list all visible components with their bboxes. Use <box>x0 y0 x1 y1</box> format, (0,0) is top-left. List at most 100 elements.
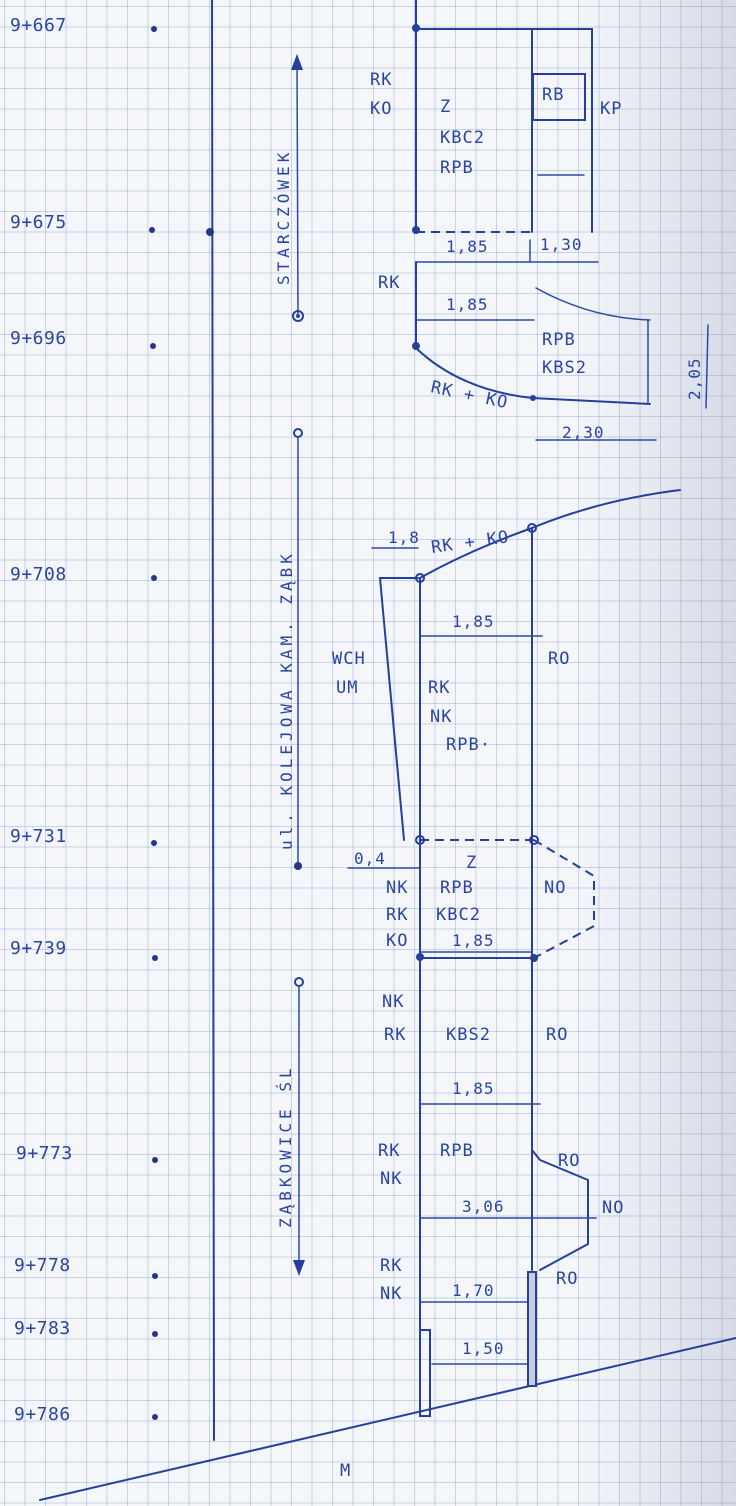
label-rpb: RPB <box>542 330 576 350</box>
street-zabkowice: ZĄBKOWICE ŚL <box>276 977 305 1276</box>
dim-1-85: 1,85 <box>452 1079 495 1098</box>
chainage-label: 9+675 <box>10 212 67 233</box>
chainage-dot <box>152 1414 158 1420</box>
street-kolejowa: ul. KOLEJOWA KAM. ZĄBK <box>277 428 303 870</box>
dashed-bulge <box>533 839 595 959</box>
label-ko: KO <box>370 99 392 119</box>
label-rk: RK <box>380 1256 402 1276</box>
label-ko: KO <box>386 931 408 951</box>
chainage-dot <box>150 343 156 349</box>
label-kbs2: KBS2 <box>446 1025 491 1045</box>
label-nk: NK <box>380 1169 402 1189</box>
end-marker-dot <box>294 862 302 870</box>
label-rk: RK <box>386 905 408 925</box>
label-no: NO <box>602 1198 624 1218</box>
lane-slanted <box>379 577 405 841</box>
curb-curve <box>415 347 651 405</box>
label-ro: RO <box>558 1151 580 1171</box>
road-bulge <box>531 1149 589 1271</box>
dim-2-30: 2,30 <box>562 423 605 442</box>
label-kbc2: KBC2 <box>436 905 481 925</box>
dim-3-06: 3,06 <box>462 1197 505 1216</box>
chainage-dot <box>151 840 157 846</box>
chainage-column: 9+667 9+675 9+696 9+708 9+731 9+739 9+77… <box>10 15 214 1425</box>
label-nk: NK <box>430 707 452 727</box>
street-label: STARCZÓWEK <box>274 149 293 285</box>
chainage-label: 9+773 <box>16 1143 73 1164</box>
chainage-dot <box>152 1157 158 1163</box>
label-nk: NK <box>386 878 408 898</box>
chainage-label: 9+731 <box>10 826 67 847</box>
dim-1-85: 1,85 <box>452 931 495 950</box>
dim-1-30: 1,30 <box>540 235 583 254</box>
chainage-dot <box>152 1331 158 1337</box>
street-label: ul. KOLEJOWA KAM. ZĄBK <box>277 550 296 850</box>
chainage-label: 9+739 <box>10 938 67 959</box>
chainage-label: 9+786 <box>14 1404 71 1425</box>
dim-0-4: 0,4 <box>354 849 386 868</box>
label-rk: RK <box>378 1141 400 1161</box>
dim-1-85: 1,85 <box>452 612 495 631</box>
boundary-line <box>39 1337 736 1501</box>
dim-1-8: 1,8 <box>388 528 420 547</box>
label-no: NO <box>544 878 566 898</box>
label-rpb: RPB· <box>446 735 491 755</box>
curb-block <box>527 1271 537 1387</box>
label-nk: NK <box>382 992 404 1012</box>
label-ro: RO <box>556 1269 578 1289</box>
chainage-dot <box>151 26 157 32</box>
end-marker-icon <box>292 310 304 322</box>
chainage-dot <box>152 1273 158 1279</box>
dim-1-70: 1,70 <box>452 1281 495 1300</box>
label-nk: NK <box>380 1284 402 1304</box>
label-rpb: RPB <box>440 1141 474 1161</box>
axis-line <box>211 0 215 1441</box>
dim-line <box>705 324 709 409</box>
rb-box <box>532 73 586 121</box>
label-rb: RB <box>542 85 564 105</box>
chainage-dot <box>152 955 158 961</box>
arrow-down-icon <box>293 1260 305 1276</box>
chainage-label: 9+667 <box>10 15 67 36</box>
curb-curve-upper <box>535 287 651 321</box>
edge-node <box>530 395 536 401</box>
chainage-dot <box>151 575 157 581</box>
label-rk: RK <box>428 678 450 698</box>
label-kbc2: KBC2 <box>440 128 485 148</box>
label-wch: WCH <box>332 649 366 669</box>
chainage-label: 9+696 <box>10 328 67 349</box>
end-marker-dot <box>296 314 300 318</box>
label-ro: RO <box>548 649 570 669</box>
dim-1-50: 1,50 <box>462 1339 505 1358</box>
curb-block <box>419 1329 431 1417</box>
label-rk: RK <box>384 1025 406 1045</box>
dim-1-85: 1,85 <box>446 237 489 256</box>
chainage-dot <box>149 227 155 233</box>
edge-node <box>412 342 420 350</box>
label-rpb: RPB <box>440 878 474 898</box>
label-ro: RO <box>546 1025 568 1045</box>
chainage-dot <box>206 228 214 236</box>
dim-1-85: 1,85 <box>446 295 489 314</box>
start-marker-icon <box>294 977 304 987</box>
label-kp: KP <box>600 99 622 119</box>
label-um: UM <box>336 678 358 698</box>
start-marker-icon <box>293 428 303 438</box>
bottom-label-m: M <box>340 1461 351 1481</box>
street-label: ZĄBKOWICE ŚL <box>276 1064 295 1228</box>
chainage-label: 9+778 <box>14 1255 71 1276</box>
arrow-up-icon <box>291 54 303 70</box>
label-rpb: RPB <box>440 158 474 178</box>
label-rk: RK <box>370 70 392 90</box>
label-rk: RK <box>378 273 400 293</box>
street-extent-line <box>296 55 299 315</box>
label-kbs2: KBS2 <box>542 358 587 378</box>
label-z: Z <box>440 97 451 117</box>
dim-2-05: 2,05 <box>685 357 704 400</box>
chainage-label: 9+783 <box>14 1318 71 1339</box>
chainage-label: 9+708 <box>10 564 67 585</box>
street-starczowek: STARCZÓWEK <box>274 54 304 322</box>
label-z: Z <box>466 853 477 873</box>
